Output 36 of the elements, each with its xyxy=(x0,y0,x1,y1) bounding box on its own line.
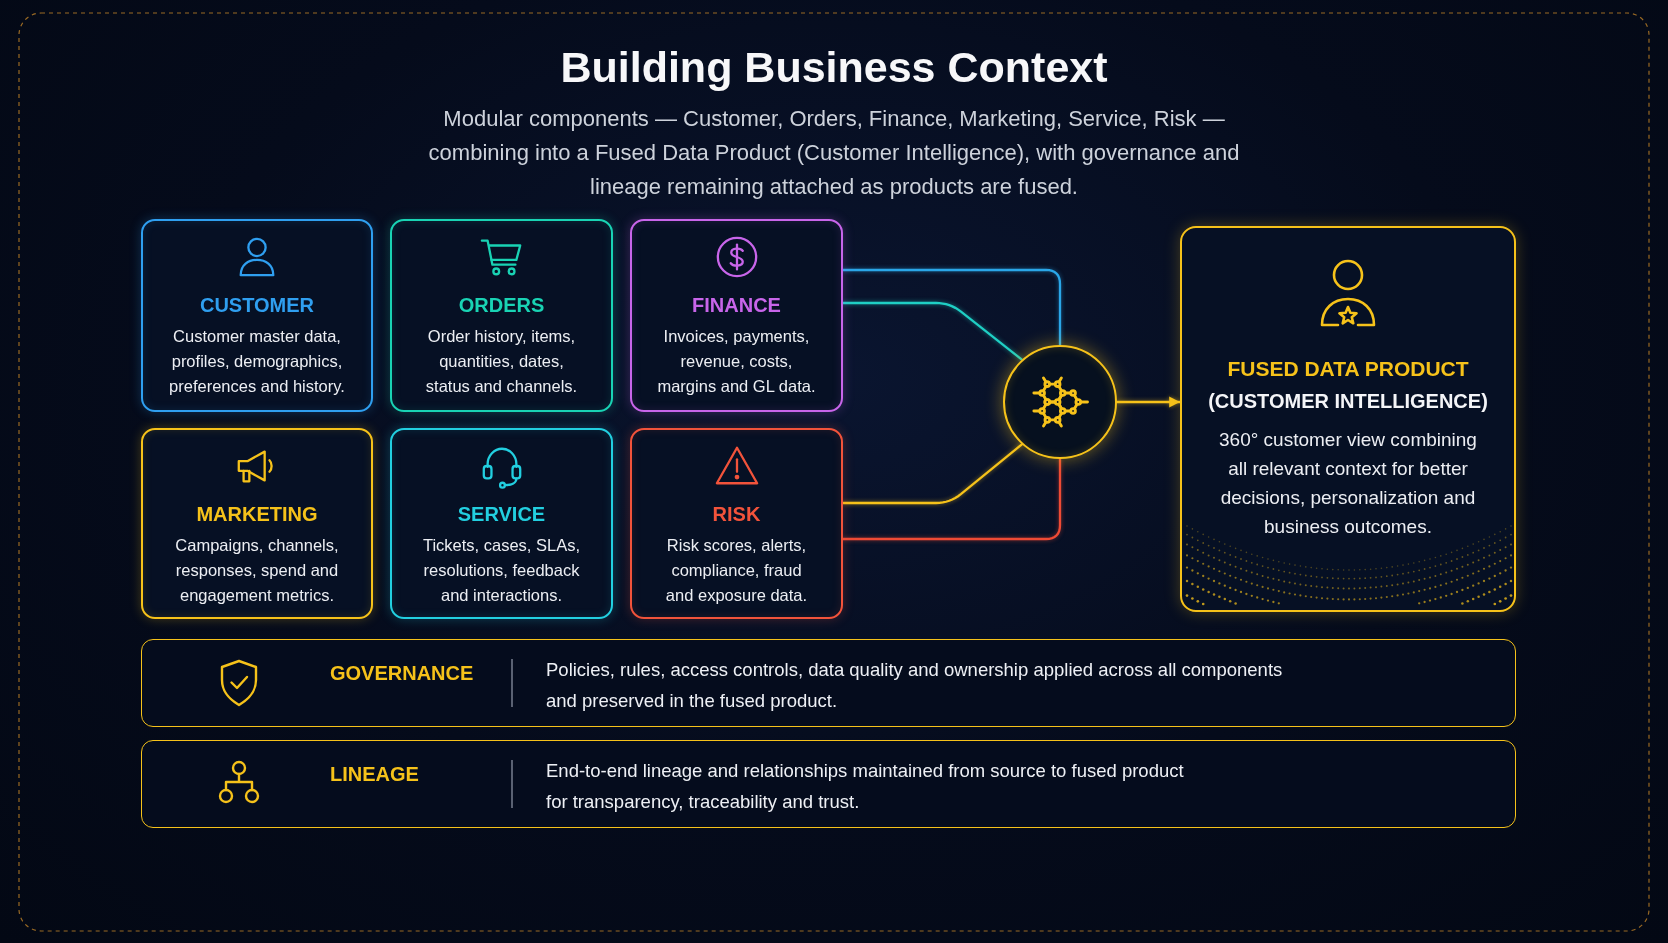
product-description: 360° customer view combining all relevant context for better decisions, personalization and business outcomes. xyxy=(1218,428,1478,539)
arrow xyxy=(1115,396,1182,408)
bar-heading: LINEAGE xyxy=(330,762,419,786)
info-bar xyxy=(141,740,1516,828)
product-card xyxy=(1180,226,1516,612)
category-card xyxy=(390,219,613,412)
category-card xyxy=(141,428,373,619)
connector-line xyxy=(841,268,1062,347)
category-card xyxy=(630,428,843,619)
card-heading: MARKETING xyxy=(196,502,318,526)
bar-description: End-to-end lineage and relationships maintained from source to fused product for transparency, traceability and trust. xyxy=(546,759,1185,814)
card-description: Customer master data, profiles, demographics, preferences and history. xyxy=(168,326,346,397)
product-subheading: (CUSTOMER INTELLIGENCE) xyxy=(1208,389,1488,413)
card-heading: ORDERS xyxy=(458,293,545,317)
card-description: Order history, items, quantities, dates, status and channels. xyxy=(424,326,579,397)
connector-line xyxy=(841,443,1023,505)
card-heading: FINANCE xyxy=(692,293,781,317)
card-description: Invoices, payments, revenue, costs, margins and GL data. xyxy=(656,326,817,397)
card-heading: CUSTOMER xyxy=(199,293,315,317)
subtitle: Modular components — Customer, Orders, Finance, Marketing, Service, Risk — combining into a Fused Data Product (Customer Intelligence), with governance and lineage remaining attached as products are fused. xyxy=(427,105,1241,201)
card-description: Risk scores, alerts, compliance, fraud and exposure data. xyxy=(664,535,809,606)
connector-line xyxy=(841,301,1023,361)
bar-heading: GOVERNANCE xyxy=(330,661,474,685)
info-bar xyxy=(141,639,1516,727)
bar-description: Policies, rules, access controls, data quality and ownership applied across all components and preserved in the fused product. xyxy=(546,658,1284,713)
category-card xyxy=(390,428,613,619)
category-card xyxy=(630,219,843,412)
category-card xyxy=(141,219,373,412)
connector-line xyxy=(841,457,1062,541)
card-heading: SERVICE xyxy=(457,502,546,526)
title: Building Business Context xyxy=(560,42,1108,93)
card-heading: RISK xyxy=(712,502,761,526)
card-description: Tickets, cases, SLAs, resolutions, feedback and interactions. xyxy=(421,535,582,606)
product-heading: FUSED DATA PRODUCT xyxy=(1227,357,1469,381)
hub-circle xyxy=(1003,345,1117,459)
card-description: Campaigns, channels, responses, spend and engagement metrics. xyxy=(174,535,340,606)
